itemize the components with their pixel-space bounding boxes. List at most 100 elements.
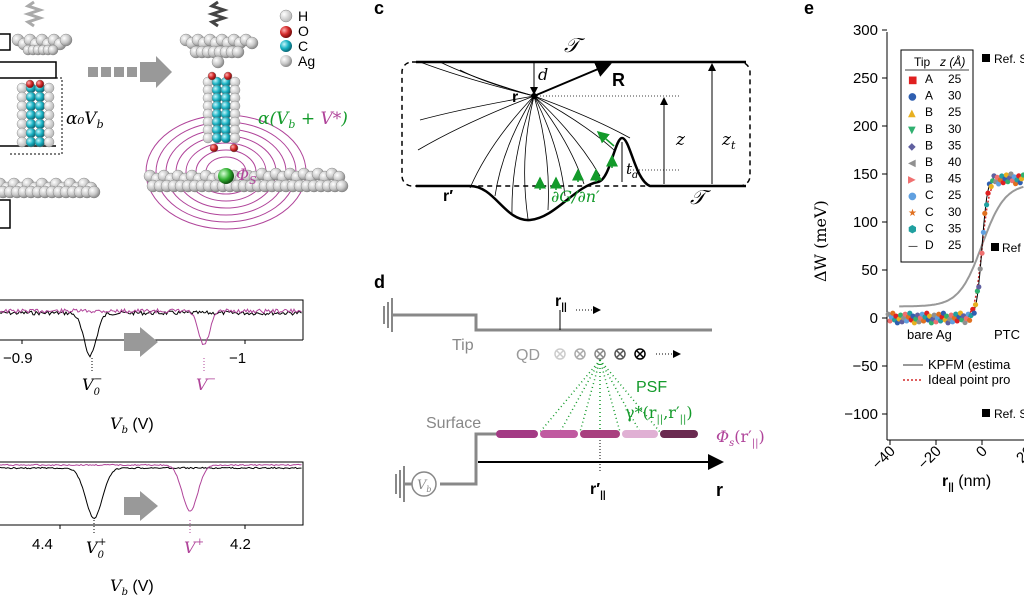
left-molecule [16,79,55,148]
left-surface-atoms [0,177,101,199]
T-bot-label: 𝒯 [690,185,712,209]
left-tip-atoms [11,33,73,56]
y-axis-label: ΔW (meV) [811,200,830,282]
legend-marker: ★ [908,208,917,219]
spectrum-frame-bottom [0,461,304,526]
bare-ag-label: bare Ag [907,327,952,342]
kpfm-legend-label: KPFM (estima [928,357,1011,372]
psf-lines [539,359,661,433]
data-point [1005,179,1011,185]
legend-z: 25 [948,72,962,86]
legend-marker: ● [908,191,917,202]
r-prime-label: r′ [443,188,453,205]
panel-c: c 𝒯 d r R z zt td r′ ∂G/∂n′ 𝒯 [374,0,751,222]
legend-z: 45 [948,172,962,186]
spectrum-frame-top [0,299,304,340]
shift-arrow-pos-icon [124,491,158,521]
legend-z: 30 [948,205,962,219]
x-axis-label: r|| (nm) [942,473,991,493]
legend-tip: B [925,172,933,186]
right-tip-atoms [179,33,259,69]
legend-h-icon [279,9,293,23]
legend-ag: Ag [298,53,315,69]
legend-tip: B [925,105,933,119]
region-box [401,61,751,187]
ref-marker-bot [982,409,990,417]
legend-z: 35 [948,221,962,235]
v0-plus-label: V0+ [86,537,106,561]
panel-d-letter: d [374,272,385,292]
sample-surface-line [416,136,746,222]
surface-label: Surface [426,415,481,432]
legend-marker: ⬢ [908,224,917,235]
tick-pos-44: 4.4 [32,536,53,553]
legend-z: 30 [948,89,962,103]
ref-marker-mid [991,243,999,251]
legend-tip: B [925,155,933,169]
legend-marker: — [908,241,918,252]
legend-h: H [298,8,308,24]
tip-spring-left-icon [23,0,45,28]
y-tick-label: 0 [870,310,878,327]
data-point [980,229,987,235]
right-surface-atoms [143,167,349,193]
legend-o: O [298,23,309,39]
data-point [887,318,893,324]
r-axis-label: r [716,480,723,500]
data-point [985,190,991,196]
panel-c-letter: c [374,0,384,18]
y-tick-label: −100 [844,406,878,423]
left-surface-line [0,199,11,229]
x-tick-label: −20 [915,443,945,473]
x-tick-label: 0 [973,443,991,461]
tip-label: Tip [452,337,474,354]
spectrum-magenta-pos [0,463,302,512]
phi-s-r-label: Φs(r′||) [716,427,765,449]
legend-tip: C [925,205,934,219]
legend-head-tip: Tip [914,55,931,69]
legend-z: 40 [948,155,962,169]
legend-tip: A [925,72,933,86]
tip-legend-box [900,49,974,263]
ground-surface-icon [395,466,405,502]
legend-marker: ▼ [908,125,916,136]
legend-ag-icon [280,55,292,67]
r-prime-par-label: r′|| [590,481,606,501]
spectrum-black-neg [0,310,302,358]
psf-label: PSF [636,379,667,396]
left-dotted-box [10,77,63,155]
surface-wire [440,432,500,486]
v0-minus-label: V0− [82,374,102,398]
y-tick-label: 250 [853,70,878,87]
y-tick-label: 300 [853,22,878,39]
legend-marker: ■ [908,75,917,86]
kpfm-curve [899,185,1024,308]
tick-neg-09: −0.9 [3,350,33,367]
data-point [962,319,968,326]
legend-o-icon [280,26,292,38]
R-label: R [612,70,625,90]
tip-spring-right-icon [207,0,229,28]
ref-label-bot: Ref. S [994,407,1024,421]
legend-marker: ▲ [908,108,916,119]
transition-arrow-icon [88,56,172,88]
dG-label: ∂G/∂n′ [551,187,600,206]
ptc-label: PTC [994,327,1020,342]
data-point [938,318,944,324]
ref-label-top: Ref. S [994,52,1024,66]
panel-d: d r|| Tip QD PSF γ*(r||,r′||) Surface Vb [374,272,765,502]
x-tick-label: 20 [1013,443,1024,467]
T-top-label: 𝒯 [564,33,586,57]
legend-z: 25 [948,188,962,202]
ref-marker-top [982,54,990,62]
data-point [988,183,994,190]
alpha-label: α(Vb + V*) [258,109,348,131]
v-plus-label: V+ [184,537,204,557]
qd-label: QD [516,347,540,364]
data-point [967,317,973,323]
data-point [996,181,1002,187]
legend-marker: ◆ [908,141,916,152]
legend-tip: B [925,122,933,136]
